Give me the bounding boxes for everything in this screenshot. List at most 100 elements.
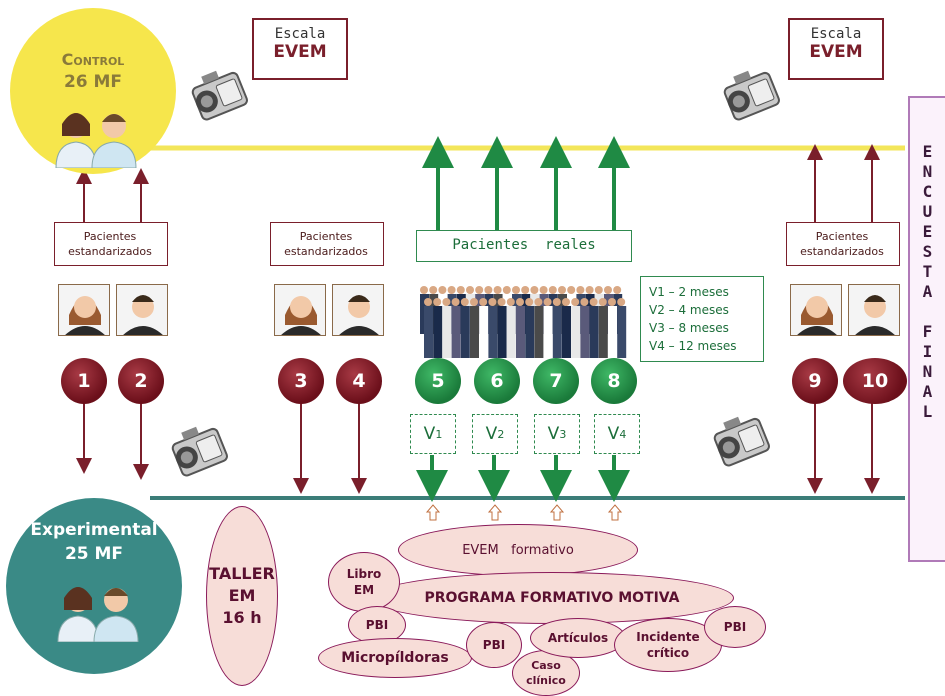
- crowd-person-head: [613, 286, 622, 294]
- step-8-circle: 8: [591, 358, 637, 404]
- crowd-person-head: [608, 298, 616, 306]
- crowd-person-head: [484, 286, 493, 294]
- crowd-person-head: [543, 298, 552, 306]
- crowd-person-head: [594, 286, 603, 294]
- survey-letter: C: [922, 182, 933, 201]
- label-line2: estandarizados: [68, 245, 152, 258]
- female-patient-avatar: [790, 284, 842, 336]
- video-camera-icon: [713, 416, 770, 467]
- crowd-person-head: [571, 298, 580, 306]
- doctors-icon: [57, 587, 139, 642]
- label-line2: estandarizados: [284, 245, 368, 258]
- survey-letter: N: [922, 162, 933, 181]
- workshop-line1: TALLER: [209, 564, 275, 583]
- crowd-person-head: [548, 286, 557, 294]
- crowd-person-head: [479, 298, 488, 306]
- crowd-person: [442, 306, 452, 358]
- crowd-person-head: [442, 298, 451, 306]
- label-line2: estandarizados: [800, 245, 884, 258]
- crowd-person: [506, 306, 516, 358]
- crowd-person-head: [438, 286, 447, 294]
- step-10-circle: 10: [843, 358, 907, 404]
- articulos-ellipse: Artículos: [530, 618, 626, 658]
- pbi-ellipse: PBI: [466, 622, 522, 668]
- label-line1: Pacientes: [299, 230, 353, 243]
- crowd-person: [562, 306, 571, 358]
- crowd-person-head: [552, 298, 561, 306]
- crowd-person-head: [589, 298, 598, 306]
- libro-line2: EM: [353, 583, 375, 597]
- crowd-person-head: [502, 286, 511, 294]
- crowd-person-head: [604, 286, 612, 294]
- evem-formative-ellipse: EVEM formativo: [398, 524, 638, 576]
- crowd-person-head: [497, 298, 506, 306]
- survey-letter: T: [922, 262, 933, 281]
- crowd-person-head: [424, 298, 432, 306]
- scale-label: Escala: [274, 26, 326, 42]
- crowd-person-head: [512, 286, 520, 294]
- survey-letter: A: [922, 282, 933, 301]
- crowd-person-head: [539, 286, 548, 294]
- survey-letter: A: [922, 382, 933, 401]
- crowd-person-head: [506, 298, 515, 306]
- workshop-line3: 16 h: [222, 608, 262, 627]
- crowd-person-head: [576, 286, 585, 294]
- crowd-person: [534, 306, 544, 358]
- real-patients-label-box: Pacientes reales: [416, 230, 632, 262]
- scale-name: EVEM: [273, 42, 327, 62]
- crowd-person-head: [420, 286, 428, 294]
- male-patient-avatar: [848, 284, 900, 336]
- experimental-group-circle: [6, 498, 182, 674]
- crowd-person-head: [567, 286, 576, 294]
- visit-letter: V: [607, 424, 620, 444]
- workshop-ellipse: TALLER EM 16 h: [206, 506, 278, 686]
- crowd-person-head: [433, 298, 442, 306]
- crowd-person-head: [516, 298, 524, 306]
- real-patients-label: Pacientes reales: [452, 237, 596, 253]
- crowd-person-head: [451, 298, 460, 306]
- step-2-circle: 2: [118, 358, 164, 404]
- crowd-person: [608, 306, 617, 358]
- micropildoras-ellipse: Micropíldoras: [318, 638, 472, 678]
- step-3-circle: 3: [278, 358, 324, 404]
- crowd-person-head: [525, 298, 534, 306]
- workshop-line2: EM: [228, 586, 256, 605]
- female-patient-avatar: [274, 284, 326, 336]
- crowd-person: [451, 306, 461, 358]
- survey-letter: L: [922, 402, 933, 421]
- crowd-person-head: [493, 286, 502, 294]
- crowd-person: [525, 306, 535, 358]
- scale-label: Escala: [810, 26, 862, 42]
- visit-number: 1: [435, 427, 443, 441]
- step-4-circle: 4: [336, 358, 382, 404]
- scale-name: EVEM: [809, 42, 863, 62]
- main-program-ellipse: PROGRAMA FORMATIVO MOTIVA: [370, 572, 734, 624]
- survey-letter: [910, 302, 945, 322]
- survey-letter: I: [922, 342, 933, 361]
- crowd-person-head: [460, 298, 469, 306]
- crowd-person-head: [558, 286, 566, 294]
- visit-number: 2: [497, 427, 505, 441]
- crowd-person: [424, 306, 433, 358]
- libro-em-ellipse: Libro EM: [328, 552, 400, 612]
- crowd-person: [488, 306, 498, 358]
- crowd-person-head: [429, 286, 438, 294]
- crowd-person-head: [580, 298, 589, 306]
- video-camera-icon: [191, 70, 248, 121]
- crowd-person: [543, 306, 553, 358]
- visit-legend-item: V4 – 12 meses: [649, 339, 737, 353]
- doctors-icon: [55, 113, 137, 168]
- crowd-person-head: [617, 298, 626, 306]
- crowd-person-head: [447, 286, 456, 294]
- step-7-circle: 7: [533, 358, 579, 404]
- crowd-person-head: [530, 286, 539, 294]
- control-group-circle: [10, 8, 176, 174]
